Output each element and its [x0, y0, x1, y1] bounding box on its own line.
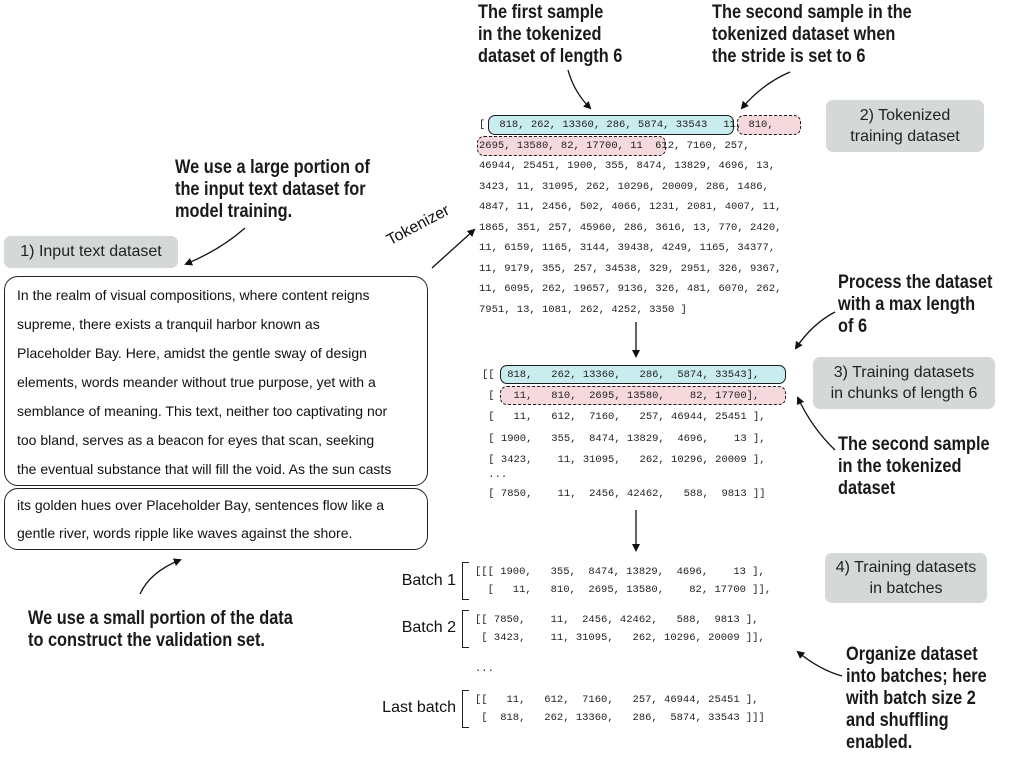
token-line: 11, 6095, 262, 19657, 9136, 326, 481, 60…	[479, 283, 782, 295]
token-line: 7951, 13, 1081, 262, 4252, 3350 ]	[479, 304, 687, 316]
annotation-second-sample: The second sample in the tokenized datas…	[838, 434, 990, 500]
annotation-line: and shuffling	[846, 710, 949, 731]
badge-line: in batches	[869, 580, 943, 597]
annotation-second-sample-stride: The second sample in the tokenized datas…	[712, 2, 912, 68]
token-line: 11, 9179, 355, 257, 34538, 329, 2951, 32…	[479, 263, 782, 275]
annotation-line: enabled.	[846, 732, 913, 753]
annotation-line: with a max length	[838, 294, 976, 315]
token-first-sample: 818, 262, 13360, 286, 5874, 33543	[499, 119, 708, 131]
batch-bracket	[462, 610, 469, 648]
arrow-second-sample	[796, 396, 836, 451]
badge-line: training dataset	[850, 128, 960, 145]
token-line: 4847, 11, 2456, 502, 4066, 1231, 2081, 4…	[479, 201, 782, 213]
annotation-line: the input text dataset for	[175, 179, 366, 200]
badge-input-text-dataset: 1) Input text dataset	[4, 236, 178, 268]
batch-label: Last batch	[382, 699, 456, 716]
annotation-line: The second sample in the	[712, 2, 912, 23]
batch-bracket	[462, 690, 469, 728]
badge-line: in chunks of length 6	[830, 385, 978, 402]
token-line: 11, 6159, 1165, 3144, 39438, 4249, 1165,…	[479, 242, 776, 254]
text-line: too bland, serves as a beacon for eyes t…	[17, 432, 375, 448]
annotation-line: model training.	[175, 201, 293, 222]
annotation-line: of 6	[838, 316, 868, 337]
chunk-first-highlight	[500, 365, 786, 384]
text-line: In the realm of visual compositions, whe…	[17, 287, 370, 303]
text-line: elements, words meander without true pur…	[17, 374, 376, 390]
annotation-line: The second sample	[838, 434, 990, 455]
first-sample-highlight	[488, 115, 734, 135]
badge-line: 2) Tokenized	[859, 107, 951, 124]
annotation-line: in the tokenized	[838, 456, 962, 477]
second-sample-highlight-part2	[477, 136, 666, 156]
annotation-large-portion: We use a large portion of the input text…	[175, 157, 370, 223]
annotation-line: We use a large portion of	[175, 157, 370, 178]
badge-batches: 4) Training datasets in batches	[825, 553, 987, 603]
annotation-line: dataset of length 6	[478, 46, 623, 67]
batch-row: [ 818, 262, 13360, 286, 5874, 33543 ]]]	[475, 712, 765, 724]
chunk-row: [[ 818, 262, 13360, 286, 5874, 33543],	[482, 369, 760, 381]
batch-bracket	[462, 562, 469, 600]
badge-line: 4) Training datasets	[835, 559, 977, 576]
token-second-sample-part1: 11, 810,	[723, 119, 774, 131]
annotation-line: tokenized dataset when	[712, 24, 896, 45]
arrow-small-portion	[139, 558, 182, 595]
text-line: its golden hues over Placeholder Bay, se…	[17, 497, 385, 513]
batch-row: [[ 7850, 11, 2456, 42462, 588, 9813 ],	[475, 614, 759, 626]
token-line-2: 2695, 13580, 82, 17700, 11 612, 7160, 25…	[479, 136, 750, 156]
batch-label: Batch 2	[401, 619, 456, 636]
batch-label: Batch 1	[401, 572, 456, 589]
annotation-line: to construct the validation set.	[28, 630, 265, 651]
annotation-line: Process the dataset	[838, 272, 993, 293]
token-line: 1865, 351, 257, 45960, 286, 3616, 13, 77…	[479, 222, 782, 234]
text-line: the eventual substance that will fill th…	[17, 461, 392, 477]
token-line-1: [818, 262, 13360, 286, 5874, 33543 11, 81…	[479, 115, 774, 135]
batch-row: [[[ 1900, 355, 8474, 13829, 4696, 13 ],	[475, 566, 765, 578]
token-open: [	[479, 119, 486, 131]
token-rest: 612, 7160, 257,	[648, 140, 750, 152]
arrow-first-sample	[567, 69, 592, 110]
annotation-first-sample: The first sample in the tokenized datase…	[478, 2, 622, 68]
arrow-process-dataset	[794, 311, 836, 350]
annotation-process-dataset: Process the dataset with a max length of…	[838, 272, 992, 338]
chunk-row: [ 1900, 355, 8474, 13829, 4696, 13 ],	[482, 433, 766, 445]
batch-row: [ 11, 810, 2695, 13580, 82, 17700 ]],	[475, 584, 772, 596]
token-second-sample-part2: 2695, 13580, 82, 17700, 11	[479, 140, 643, 152]
annotation-line: with batch size 2	[846, 688, 976, 709]
annotation-line: We use a small portion of the data	[28, 608, 293, 629]
annotation-line: into batches; here	[846, 666, 987, 687]
arrow-tokenizer	[431, 228, 476, 269]
batch-ellipsis: ...	[475, 663, 494, 675]
batch-row: [[ 11, 612, 7160, 257, 46944, 25451 ],	[475, 694, 759, 706]
chunk-row: ...	[482, 469, 508, 481]
token-line: 46944, 25451, 1900, 355, 8474, 13829, 46…	[479, 160, 776, 172]
chunk-row: [ 7850, 11, 2456, 42462, 588, 9813 ]]	[482, 488, 766, 500]
chunk-row: [ 11, 810, 2695, 13580, 82, 17700],	[482, 390, 760, 402]
annotation-line: The first sample	[478, 2, 604, 23]
annotation-small-portion: We use a small portion of the data to co…	[28, 608, 293, 652]
badge-line: 3) Training datasets	[833, 364, 975, 381]
chunk-row: [ 11, 612, 7160, 257, 46944, 25451 ],	[482, 411, 766, 423]
annotation-line: dataset	[838, 478, 896, 499]
text-line: Placeholder Bay. Here, amidst the gentle…	[17, 345, 367, 361]
badge-tokenized-training-dataset: 2) Tokenized training dataset	[826, 100, 984, 152]
annotation-line: Organize dataset	[846, 644, 978, 665]
token-line: 3423, 11, 31095, 262, 10296, 20009, 286,…	[479, 181, 769, 193]
chunk-row: [ 3423, 11, 31095, 262, 10296, 20009 ],	[482, 454, 766, 466]
text-line: semblance of meaning. This text, neither…	[17, 403, 388, 419]
arrow-second-sample-stride	[740, 71, 791, 110]
text-line: gentle river, words ripple like waves ag…	[17, 525, 353, 541]
validation-text-box: its golden hues over Placeholder Bay, se…	[4, 488, 428, 550]
arrow-organize	[796, 650, 843, 677]
badge-chunks: 3) Training datasets in chunks of length…	[813, 357, 995, 409]
annotation-organize: Organize dataset into batches; here with…	[846, 644, 987, 754]
annotation-line: the stride is set to 6	[712, 46, 866, 67]
second-sample-highlight-part1	[737, 115, 801, 135]
training-text-box: In the realm of visual compositions, whe…	[4, 276, 428, 486]
annotation-line: in the tokenized	[478, 24, 602, 45]
text-line: supreme, there exists a tranquil harbor …	[17, 316, 320, 332]
arrow-large-portion	[184, 227, 246, 266]
batch-row: [ 3423, 11, 31095, 262, 10296, 20009 ]],	[475, 632, 765, 644]
chunk-second-highlight	[500, 386, 786, 405]
